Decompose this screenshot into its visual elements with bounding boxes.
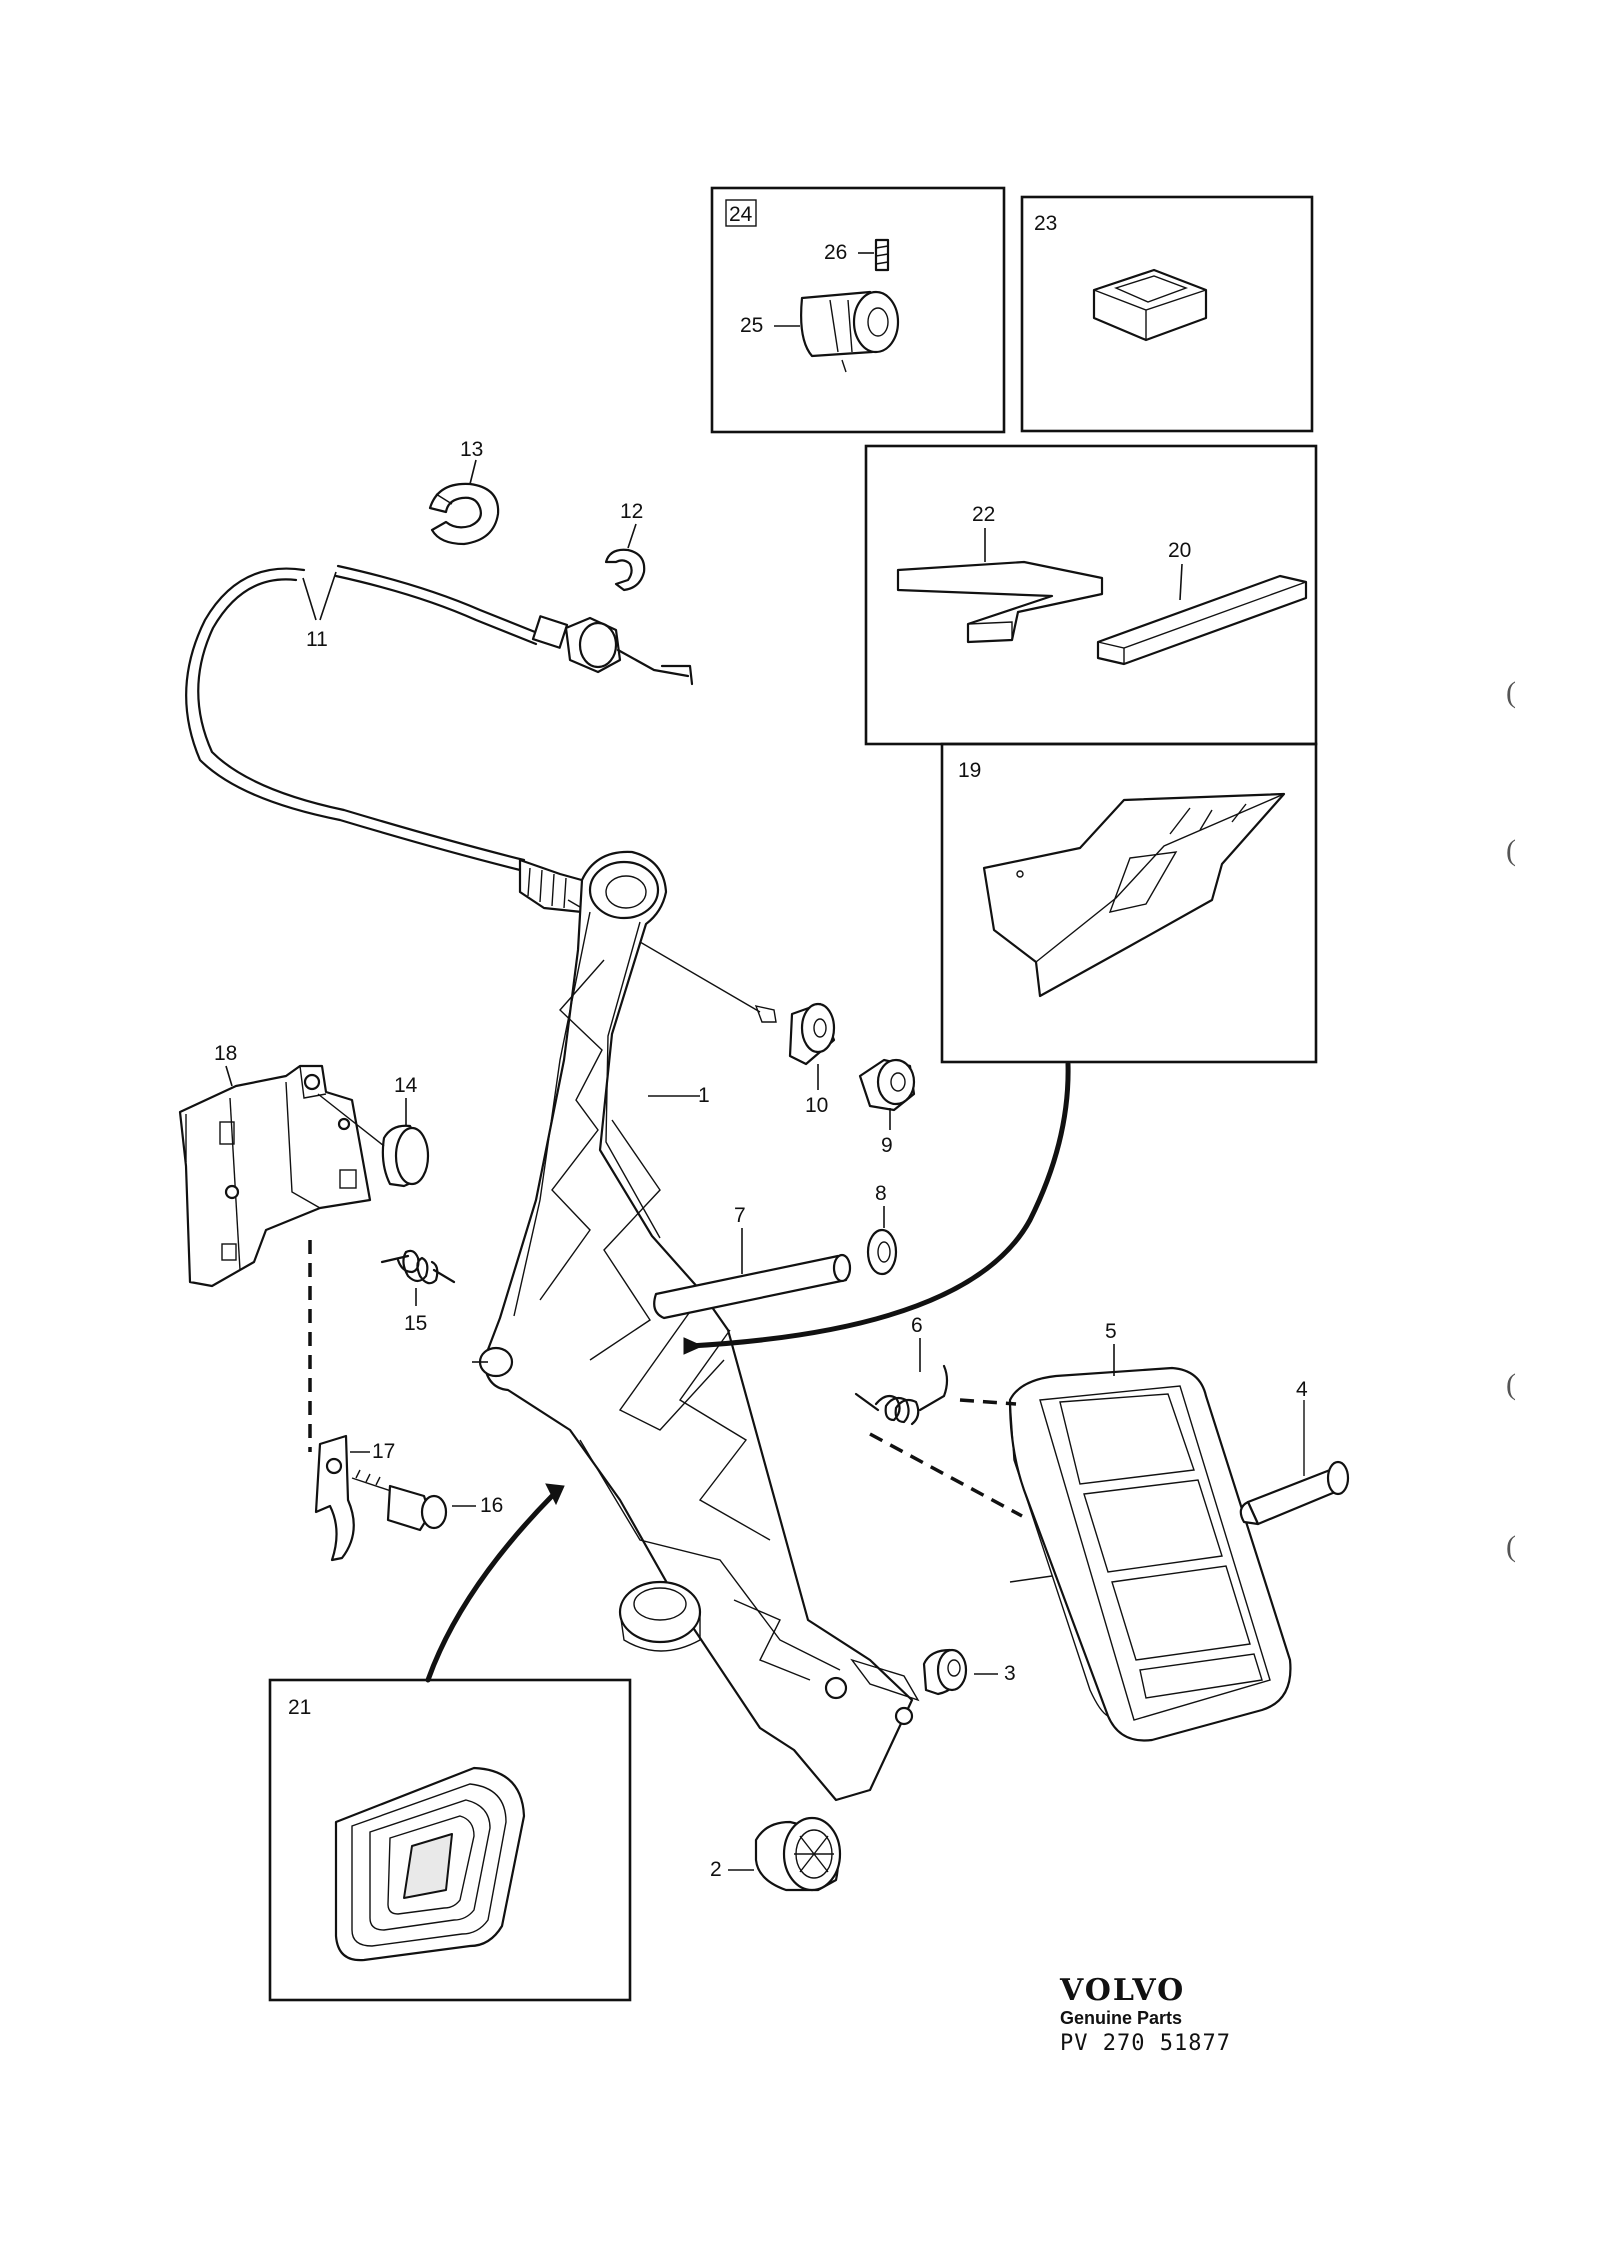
pedal-stop-part-14 <box>317 1093 430 1188</box>
pedal-pad-part-5 <box>1008 1366 1292 1742</box>
volvo-logo: VOLVO <box>1059 1973 1185 2008</box>
set-screw-part-26 <box>874 238 890 272</box>
detail-box-23: 23 <box>1020 195 1314 433</box>
callout-26: 26 <box>824 241 847 264</box>
callout-5: 5 <box>1105 1320 1117 1343</box>
washer-part-8 <box>866 1228 898 1276</box>
callout-10: 10 <box>805 1094 828 1117</box>
callout-1: 1 <box>698 1084 710 1107</box>
margin-mark: ( <box>1506 834 1516 867</box>
callout-21: 21 <box>288 1696 311 1719</box>
margin-mark: ( <box>1506 1530 1516 1563</box>
callout-25: 25 <box>740 314 763 337</box>
callout-23: 23 <box>1034 212 1057 235</box>
detail-arrow-19 <box>683 1061 1071 1355</box>
callout-8: 8 <box>875 1182 887 1205</box>
volvo-branding: VOLVO Genuine Parts PV 270 51877 <box>1059 1973 1231 2056</box>
pad-part-22 <box>896 560 1104 644</box>
part-reference: PV 270 51877 <box>1060 2031 1231 2056</box>
return-spring-part-15 <box>380 1249 456 1285</box>
pedal-spring-part-6 <box>854 1364 949 1426</box>
margin-mark: ( <box>1506 676 1516 709</box>
spacer-part-23 <box>1092 268 1208 342</box>
bushing-part-9 <box>858 1058 916 1112</box>
callout-18: 18 <box>214 1042 237 1065</box>
bushing-part-25 <box>800 290 900 373</box>
callout-11: 11 <box>306 628 328 651</box>
callout-14: 14 <box>394 1074 418 1097</box>
callout-9: 9 <box>881 1134 893 1157</box>
callout-16: 16 <box>480 1494 503 1517</box>
callout-2: 2 <box>710 1858 722 1881</box>
bushing-part-10 <box>788 1002 836 1066</box>
callout-20: 20 <box>1168 539 1191 562</box>
bracket-part-19 <box>982 792 1286 998</box>
pedal-lever-part-1 <box>478 850 920 1802</box>
callout-3: 3 <box>1004 1662 1016 1685</box>
pivot-pin-part-4 <box>1239 1400 1350 1526</box>
pad-part-20 <box>1096 574 1308 666</box>
bushing-part-3 <box>922 1648 968 1696</box>
callout-13: 13 <box>460 438 483 461</box>
margin-mark: ( <box>1506 1368 1516 1401</box>
retaining-clip-part-17 <box>314 1434 355 1562</box>
bolt-part-16 <box>351 1469 448 1532</box>
clip-part-13 <box>428 482 500 546</box>
detail-box-19: 19 <box>940 742 1318 1064</box>
clip-part-12 <box>604 548 646 592</box>
genuine-parts-label: Genuine Parts <box>1060 2008 1182 2028</box>
mounting-bracket-part-18 <box>178 1064 372 1288</box>
callout-4: 4 <box>1296 1378 1308 1401</box>
detail-arrow-21 <box>425 1483 565 1683</box>
callout-15: 15 <box>404 1312 427 1335</box>
callout-17: 17 <box>372 1440 395 1463</box>
callout-12: 12 <box>620 500 643 523</box>
shaft-part-7 <box>653 1253 852 1320</box>
callout-7: 7 <box>734 1204 746 1227</box>
detail-box-22-20: 22 20 <box>864 444 1318 746</box>
callout-22: 22 <box>972 503 995 526</box>
grommet-part-2 <box>754 1816 842 1892</box>
detail-box-24: 24 26 25 <box>710 186 1006 434</box>
detail-box-21: 21 <box>268 1678 632 2002</box>
callout-24: 24 <box>729 203 753 226</box>
callout-19: 19 <box>958 759 981 782</box>
boot-part-21 <box>334 1766 526 1962</box>
callout-6: 6 <box>911 1314 923 1337</box>
throttle-cable-part-11 <box>185 564 777 1023</box>
